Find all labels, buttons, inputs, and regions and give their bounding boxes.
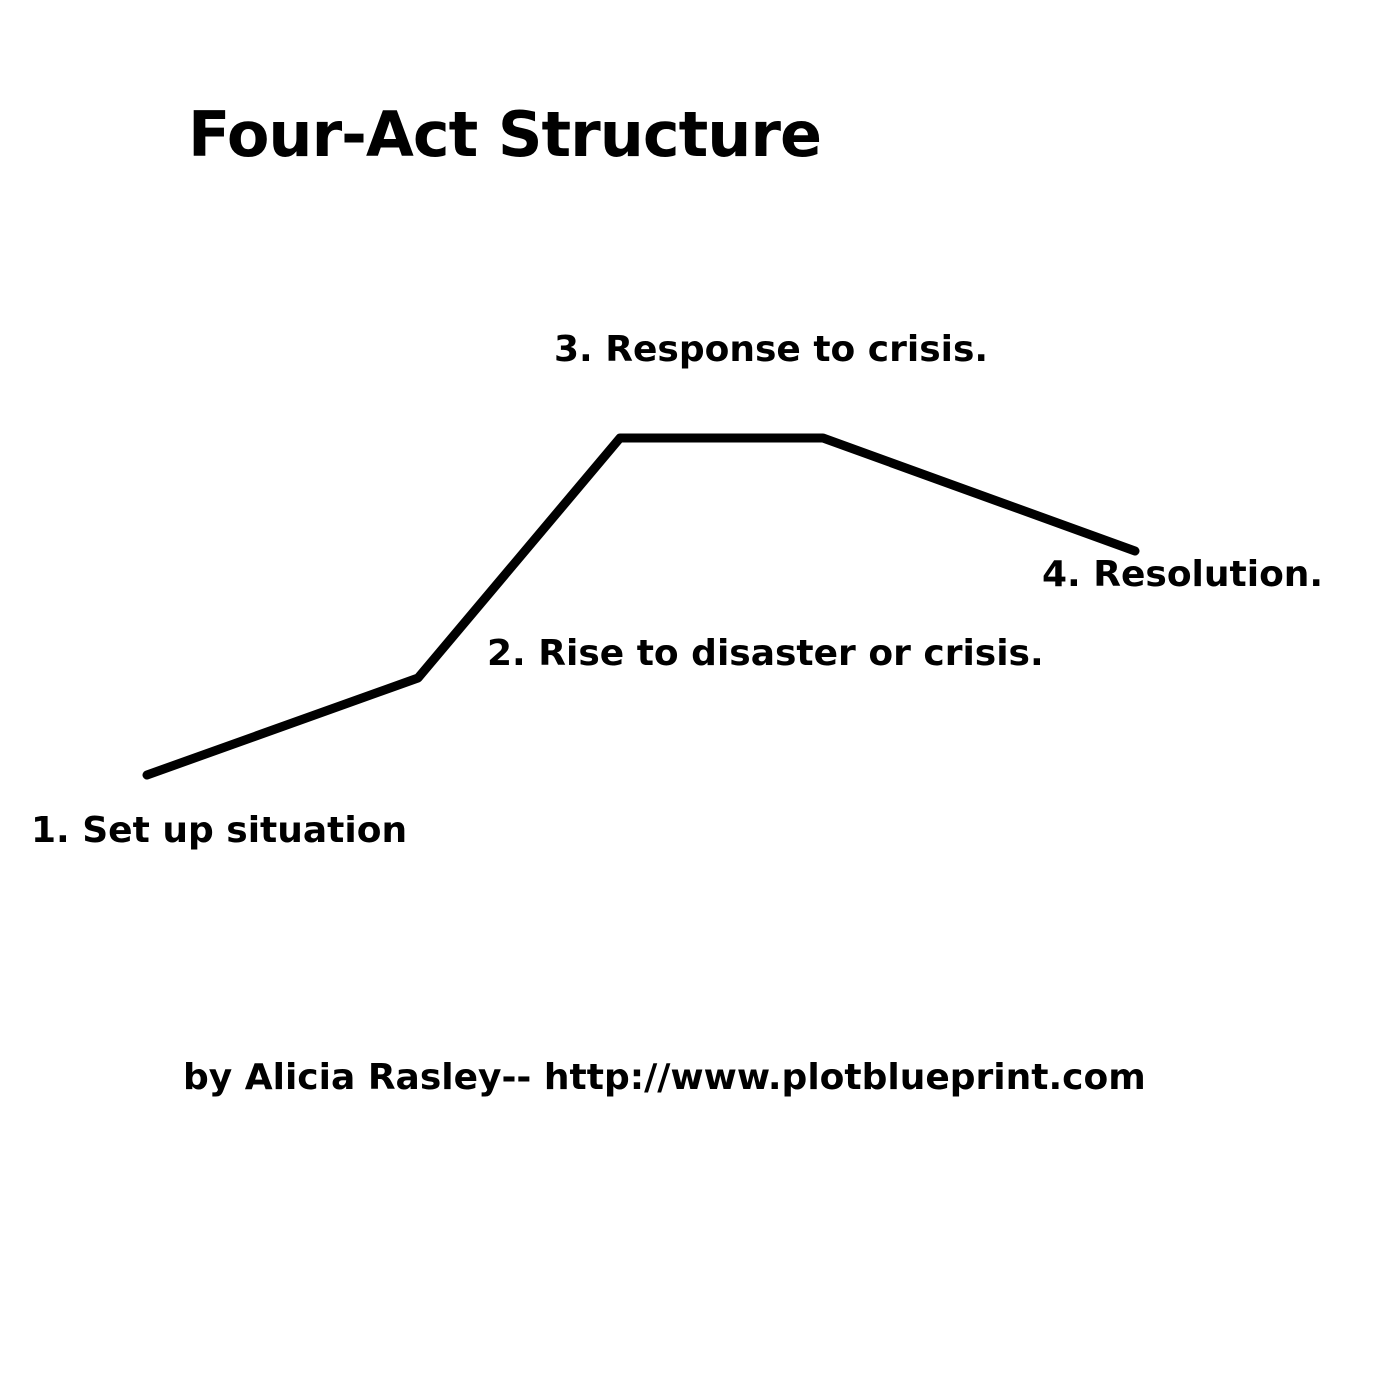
act-2-label: 2. Rise to disaster or crisis. — [487, 633, 1044, 674]
author-credit: by Alicia Rasley-- http://www.plotbluepr… — [183, 1057, 1146, 1098]
story-arc-line — [142, 433, 1140, 780]
act-3-label: 3. Response to crisis. — [554, 329, 989, 370]
act-1-label: 1. Set up situation — [31, 810, 408, 851]
act-4-label: 4. Resolution. — [1042, 554, 1324, 595]
diagram-title: Four-Act Structure — [188, 98, 822, 171]
